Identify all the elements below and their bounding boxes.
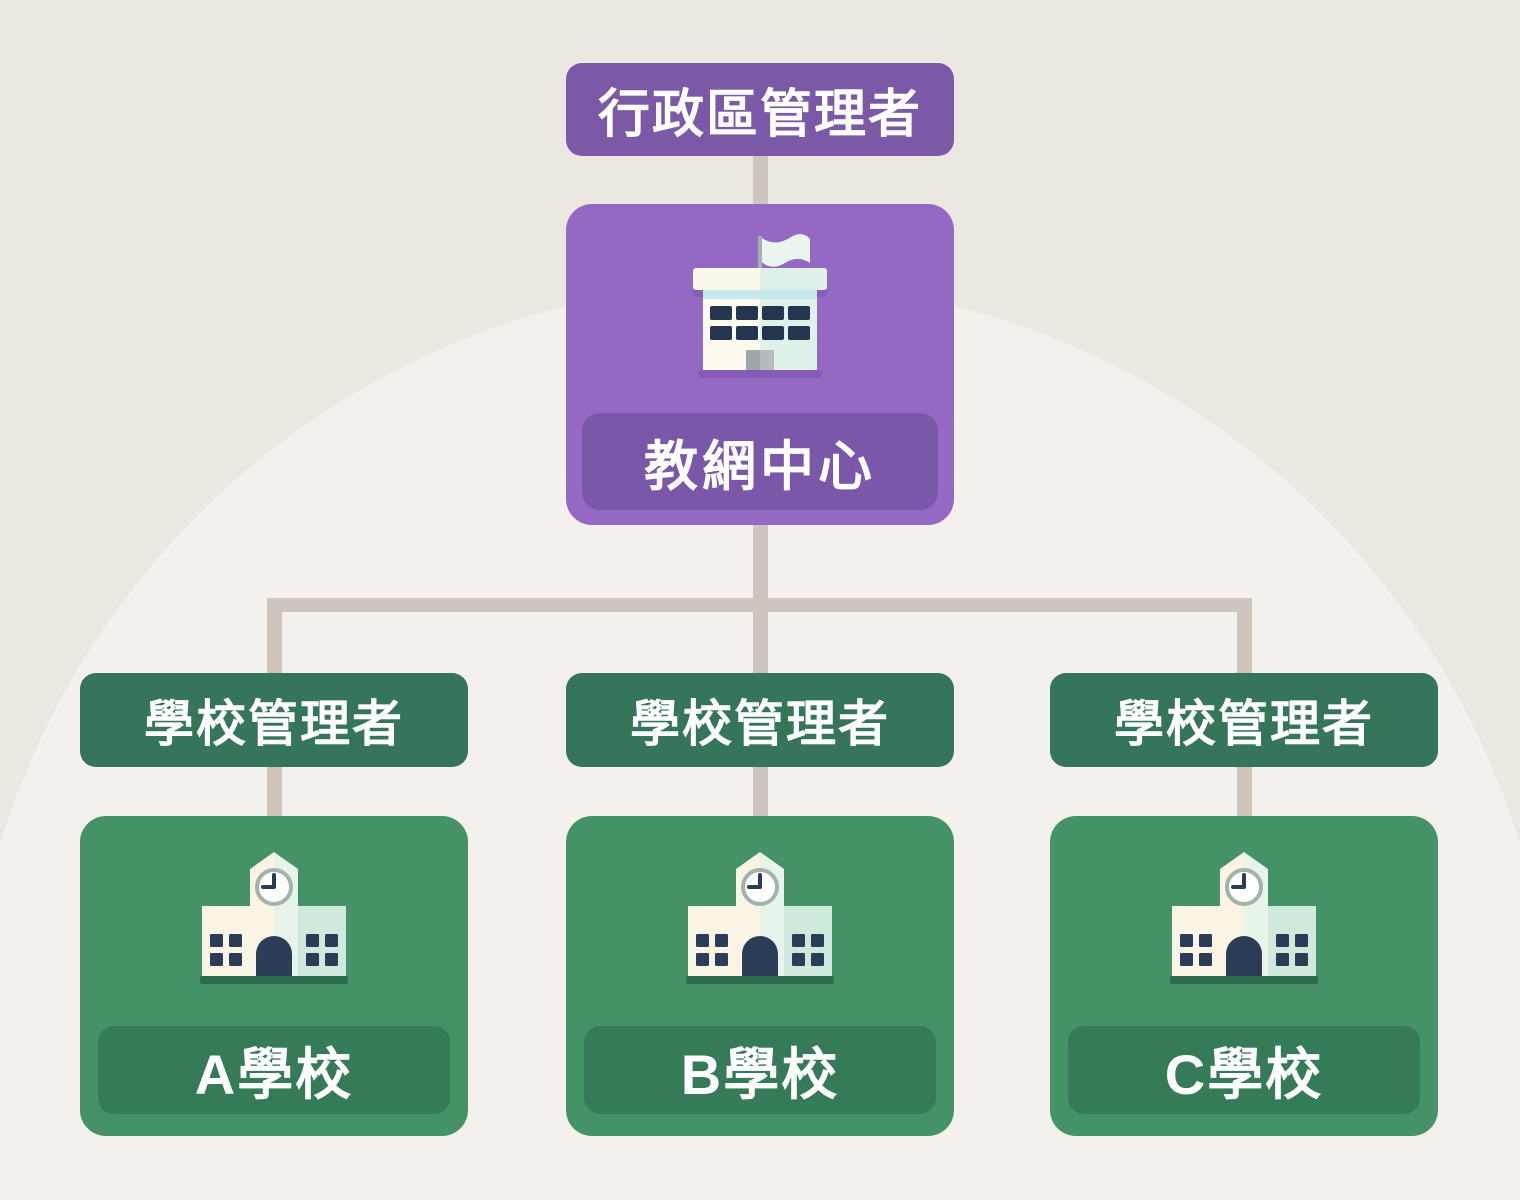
windows (210, 934, 338, 966)
school-manager-label-a: 學校管理者 (144, 696, 404, 752)
school-name-pill-b: B學校 (584, 1026, 936, 1114)
left-wing (202, 906, 250, 976)
windows (710, 306, 810, 340)
left-wing (688, 906, 736, 976)
door (1226, 936, 1262, 976)
edu-network-center-label-pill: 教網中心 (582, 413, 938, 510)
connector-root-to-center (753, 150, 768, 210)
school-building-icon (200, 852, 348, 984)
connector-center-vertical (753, 520, 768, 820)
door (742, 936, 778, 976)
roof-band (703, 290, 817, 299)
school-name-pill-a: A學校 (98, 1026, 450, 1114)
school-name-a: A學校 (194, 1042, 354, 1106)
right-wing (1268, 906, 1316, 976)
district-admin-badge: 行政區管理者 (566, 63, 954, 156)
school-manager-badge-a: 學校管理者 (80, 673, 468, 767)
building-shadow (698, 370, 822, 378)
right-wing (784, 906, 832, 976)
office-building-flag-icon (693, 234, 827, 378)
school-name-c: C學校 (1164, 1042, 1324, 1106)
school-card-b: B學校 (566, 816, 954, 1136)
school-building-icon (1170, 852, 1318, 984)
school-card-c: C學校 (1050, 816, 1438, 1136)
district-admin-label: 行政區管理者 (597, 86, 922, 144)
school-name-pill-c: C學校 (1068, 1026, 1420, 1114)
right-wing (298, 906, 346, 976)
base-bar (1170, 976, 1318, 984)
school-name-b: B學校 (680, 1042, 840, 1106)
left-wing (1172, 906, 1220, 976)
door (256, 936, 292, 976)
edu-network-center-label: 教網中心 (644, 437, 876, 497)
school-card-a: A學校 (80, 816, 468, 1136)
school-building-icon (686, 852, 834, 984)
school-manager-label-b: 學校管理者 (630, 696, 890, 752)
flag-pole (758, 236, 762, 272)
windows (1180, 934, 1308, 966)
flag-icon (762, 234, 810, 267)
school-manager-badge-b: 學校管理者 (566, 673, 954, 767)
school-manager-badge-c: 學校管理者 (1050, 673, 1438, 767)
base-bar (200, 976, 348, 984)
windows (696, 934, 824, 966)
edu-network-center-card: 教網中心 (566, 204, 954, 525)
base-bar (686, 976, 834, 984)
connector-horizontal (267, 598, 1252, 612)
school-manager-label-c: 學校管理者 (1114, 696, 1374, 752)
